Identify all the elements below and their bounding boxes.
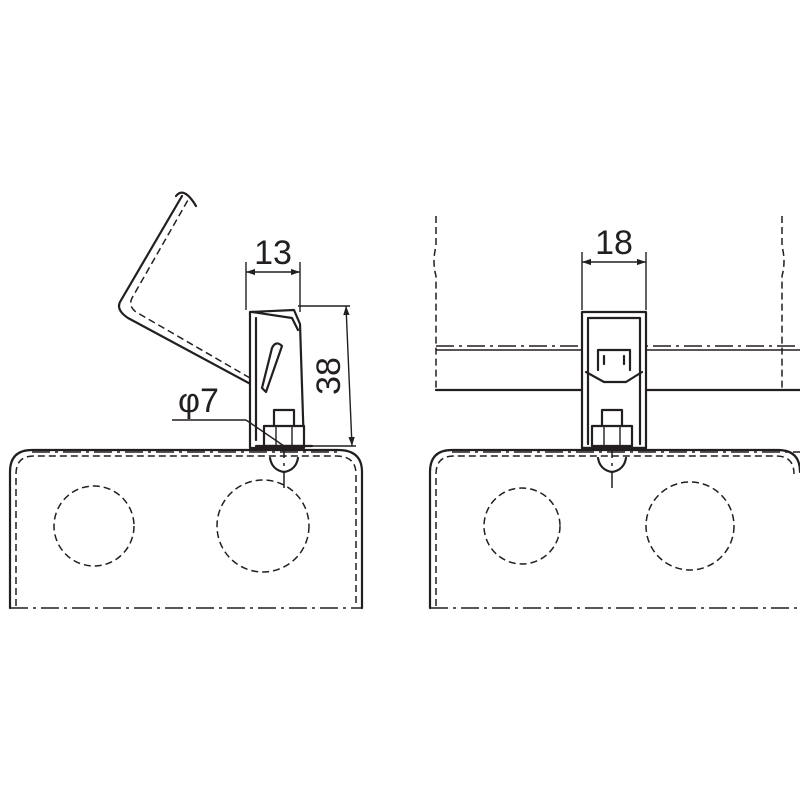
right-hole-small [483,487,561,565]
right-view: 18 [428,216,800,610]
dim-label-18: 18 [595,224,633,262]
left-hole-small [53,485,135,567]
left-hole-large [216,479,310,573]
right-hex-nut [590,408,634,448]
right-clip-body [580,310,648,450]
dim-label-13: 13 [254,234,292,272]
dimension-width-13: 13 [245,234,301,312]
dimension-width-18: 18 [581,224,647,310]
right-hole-large [645,481,735,571]
right-base-panel [428,448,800,610]
dim-label-38: 38 [310,357,348,395]
left-wire-rod [117,191,260,390]
left-base-panel [8,448,364,610]
left-view: 13 38 φ7 [8,191,364,610]
dimension-hole-phi7: φ7 [172,382,285,447]
dim-label-phi7: φ7 [178,382,219,420]
left-hex-nut [254,408,314,448]
dimension-height-38: 38 [298,305,356,447]
